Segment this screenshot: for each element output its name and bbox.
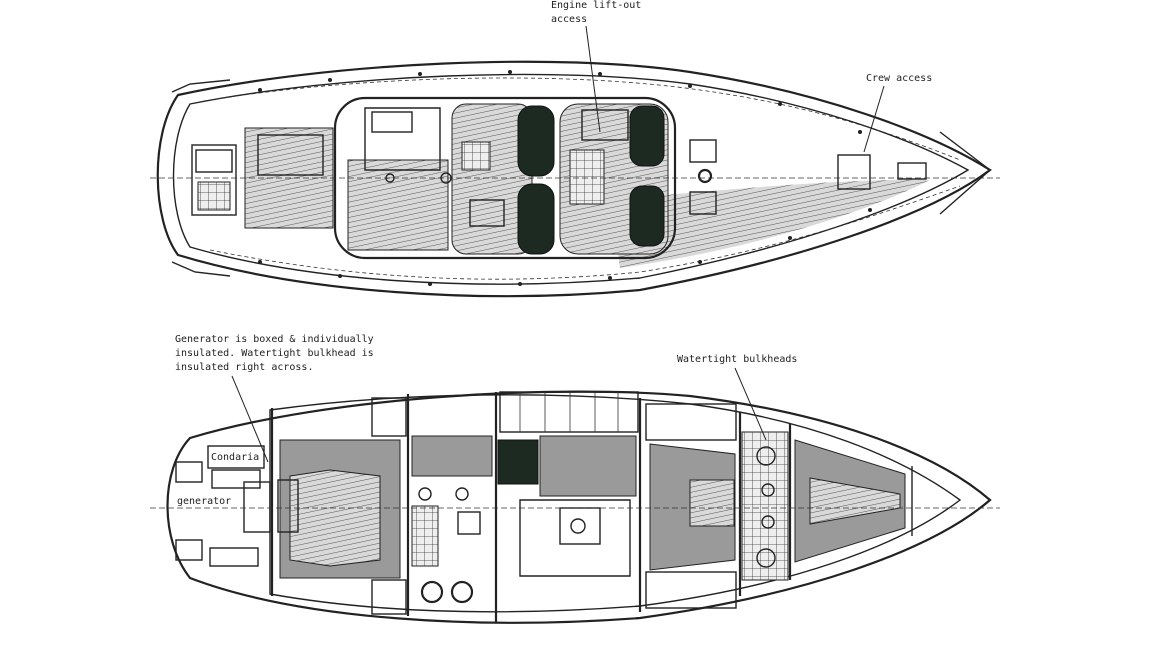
toilet-2 [450,580,474,604]
forward-toilet-2 [761,483,775,497]
saloon-settee [519,499,631,577]
galley-stove [411,505,439,567]
table-pedestal [570,518,586,534]
aft-hatch-inner [197,181,231,211]
window-port-fwd [517,183,555,255]
companionway [469,199,505,227]
bow-pulpit [939,131,992,215]
lazarette-box-4 [209,547,259,567]
forward-cabin-berth [689,479,735,527]
stern-pulpit [171,79,231,277]
lazarette-box-3 [211,469,261,489]
engine-access-panel [581,109,629,141]
cockpit-hatch [371,111,413,133]
aft-berth [289,469,381,567]
label-condaria: Condaria [211,452,259,463]
forward-toilet-4 [756,548,776,568]
fridge [457,511,481,535]
forward-locker-bottom [645,571,737,609]
label-engine-access-1: Engine lift-out [551,0,641,11]
locker-labels-strip [499,391,639,433]
aft-heads [277,479,299,533]
window-stbd-aft [629,105,665,167]
aft-cabin-locker-top [371,397,407,437]
forward-heads [741,431,789,581]
generator-box [243,481,271,533]
deck-plan [150,60,1000,298]
label-crew-access: Crew access [866,73,932,84]
label-generator-note-1: Generator is boxed & individually [175,334,374,345]
foredeck-hatch-2 [689,191,717,215]
condaria-box [207,445,265,469]
leader-crew-access [863,85,885,153]
window-stbd-fwd [629,185,665,247]
label-generator: generator [177,496,231,507]
lazarette-box-2 [175,539,203,561]
accommodation-inner-hull [269,394,962,613]
saloon-hatch [461,141,491,171]
label-generator-note-3: insulated right across. [175,362,313,373]
saloon-sole [539,435,637,497]
sink-2 [455,487,469,501]
accommodation-plan [150,390,1000,624]
aft-locker [195,149,233,173]
windlass [897,162,927,180]
mast-step [697,168,713,184]
aft-hatch [191,144,237,216]
leader-generator-note [231,375,269,463]
leader-watertight-bulkheads [734,367,767,441]
sink-1 [418,487,432,501]
crew-hatch [837,154,871,190]
label-engine-access-2: access [551,14,587,25]
deck-hull-outline [156,60,992,298]
window-port-aft [517,105,555,177]
forward-locker-top [645,403,737,441]
saloon-table [559,507,601,545]
forward-toilet-1 [756,446,776,466]
galley-counter-top [411,435,493,477]
forward-hatch [569,149,605,205]
nav-chart-1 [497,439,539,485]
stanchions [258,70,872,286]
toilet-1 [420,580,444,604]
lifelines-port [209,77,961,161]
cockpit-floor [347,159,449,251]
foredeck-hatch-1 [689,139,717,163]
aft-cabin-locker-bottom [371,579,407,615]
label-generator-note-2: insulated. Watertight bulkhead is [175,348,374,359]
label-watertight-bulkheads: Watertight bulkheads [677,354,797,365]
cockpit-table [364,107,441,171]
lazarette-box-1 [175,461,203,483]
leader-engine-access [585,25,601,133]
helm-seat [257,134,324,176]
lifelines-stbd [209,185,961,280]
forward-toilet-3 [761,515,775,529]
deck-toerail [172,73,970,285]
